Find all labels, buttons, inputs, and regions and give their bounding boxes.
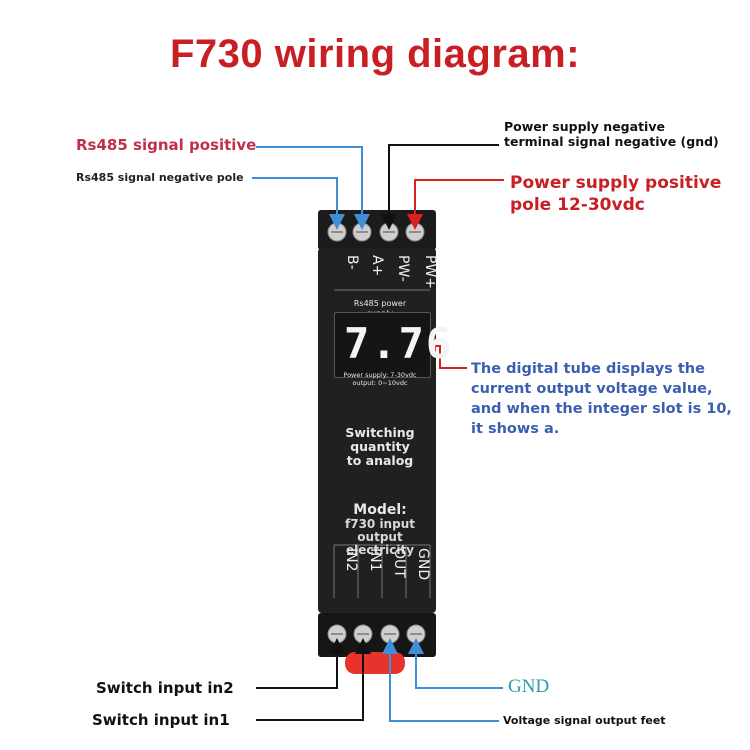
pin-label-a-plus: A+ xyxy=(369,255,385,277)
f730-module xyxy=(318,248,436,613)
model-line1: f730 input xyxy=(345,517,415,531)
screw-slots xyxy=(331,231,422,635)
label-digital-tube: The digital tube displays the current ou… xyxy=(471,359,732,439)
face-dividers xyxy=(333,289,431,598)
pin-label-gnd: GND xyxy=(415,548,431,581)
label-power-positive: Power supply positive pole 12-30vdc xyxy=(510,172,721,216)
wire-power-negative xyxy=(381,144,499,230)
label-rs485-negative: Rs485 signal negative pole xyxy=(76,171,244,184)
function-line1: Switching xyxy=(345,425,415,440)
digital-tube-readout: 7.76 xyxy=(344,319,454,368)
label-switch-in1: Switch input in1 xyxy=(92,711,230,729)
pin-label-pw-plus: PW+ xyxy=(422,255,438,290)
tube-line2: current output voltage value, xyxy=(471,381,713,397)
model-title: Model: xyxy=(353,502,407,518)
model-line3: electricity xyxy=(345,543,415,557)
spec-line2: output: 0~10vdc xyxy=(352,379,408,387)
label-gnd: GND xyxy=(508,676,550,697)
wire-switch-in1 xyxy=(256,638,371,721)
pin-label-in1: IN1 xyxy=(367,548,383,572)
wire-rs485-negative xyxy=(252,177,345,230)
label-voltage-output: Voltage signal output feet xyxy=(503,714,666,727)
wire-rs485-positive xyxy=(256,146,370,230)
label-rs485-positive: Rs485 signal positive xyxy=(76,136,257,154)
bottom-pin-labels: IN2 IN1 OUT GND xyxy=(334,548,446,588)
spec-caption: Power supply: 7-30vdc output: 0~10vdc xyxy=(330,371,430,387)
power-negative-line1: Power supply negative xyxy=(504,119,665,134)
tube-line3: and when the integer slot is 10, xyxy=(471,401,732,417)
pin-label-out: OUT xyxy=(391,548,407,578)
wire-voltage-output xyxy=(382,638,499,722)
digital-tube-window xyxy=(334,312,431,378)
model-line2: output xyxy=(357,530,403,544)
pin-label-b-minus: B- xyxy=(344,255,360,270)
function-line2: quantity xyxy=(350,439,410,454)
function-line3: to analog xyxy=(346,453,414,468)
power-positive-line2: pole 12-30vdc xyxy=(510,195,645,215)
model-caption: f730 input output electricity xyxy=(330,518,430,557)
rs485-caption-line1: Rs485 power xyxy=(353,299,407,308)
label-switch-in2: Switch input in2 xyxy=(96,679,234,697)
top-pin-labels: B- A+ PW- PW+ xyxy=(334,255,446,291)
label-power-negative: Power supply negative terminal signal ne… xyxy=(504,119,719,149)
tube-line1: The digital tube displays the xyxy=(471,361,705,377)
page-title: F730 wiring diagram: xyxy=(169,32,581,76)
pin-label-pw-minus: PW- xyxy=(395,255,411,282)
pin-label-in2: IN2 xyxy=(343,548,359,572)
power-positive-line1: Power supply positive xyxy=(510,173,722,193)
wire-gnd xyxy=(408,638,503,689)
spec-line1: Power supply: 7-30vdc xyxy=(343,371,417,379)
wire-display-pointer xyxy=(420,338,467,369)
wire-power-positive xyxy=(407,179,504,230)
wire-switch-in2 xyxy=(256,638,345,689)
power-negative-line2: terminal signal negative (gnd) xyxy=(504,134,719,149)
function-caption: Switching quantity to analog xyxy=(330,426,430,468)
tube-line4: it shows a. xyxy=(471,421,560,437)
